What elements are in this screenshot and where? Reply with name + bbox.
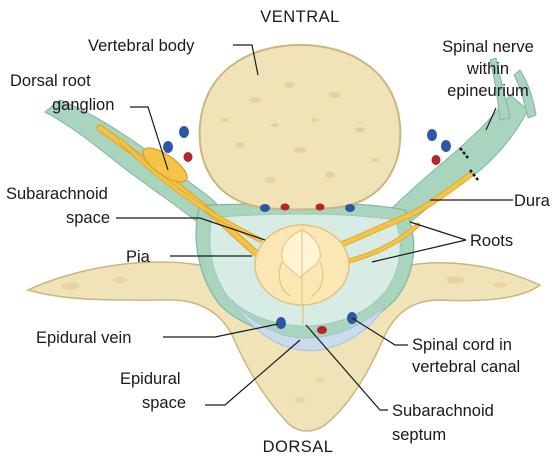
subarachnoid-septum-label: Subarachnoid	[392, 402, 494, 420]
spinal-nerve-label: within	[466, 60, 509, 78]
roots-label: Roots	[470, 232, 513, 250]
spinal-nerve-label: epineurium	[447, 82, 529, 100]
subarachnoid-space-label: space	[66, 209, 110, 227]
epidural-space-label: Epidural	[120, 370, 181, 388]
spinal-cord-label: vertebral canal	[412, 358, 520, 376]
epidural-vein-label: Epidural vein	[36, 329, 131, 347]
subarachnoid-septum-label: septum	[392, 426, 446, 444]
dura-label: Dura	[514, 192, 551, 210]
vertebral-body-label: Vertebral body	[88, 37, 195, 55]
dorsal-label: DORSAL	[263, 438, 334, 456]
spinal-cord	[255, 225, 349, 305]
vertebral-body	[200, 45, 401, 210]
ventral-label: VENTRAL	[260, 8, 340, 26]
subarachnoid-space-label: Subarachnoid	[6, 185, 108, 203]
spinal-nerve-label: Spinal nerve	[442, 38, 534, 56]
spinal-cord-label: Spinal cord in	[412, 336, 512, 354]
dorsal-root-ganglion-label: ganglion	[52, 96, 114, 114]
dorsal-root-ganglion-label: Dorsal root	[10, 72, 91, 90]
epidural-space-label: space	[142, 394, 186, 412]
pia-label: Pia	[126, 248, 151, 266]
